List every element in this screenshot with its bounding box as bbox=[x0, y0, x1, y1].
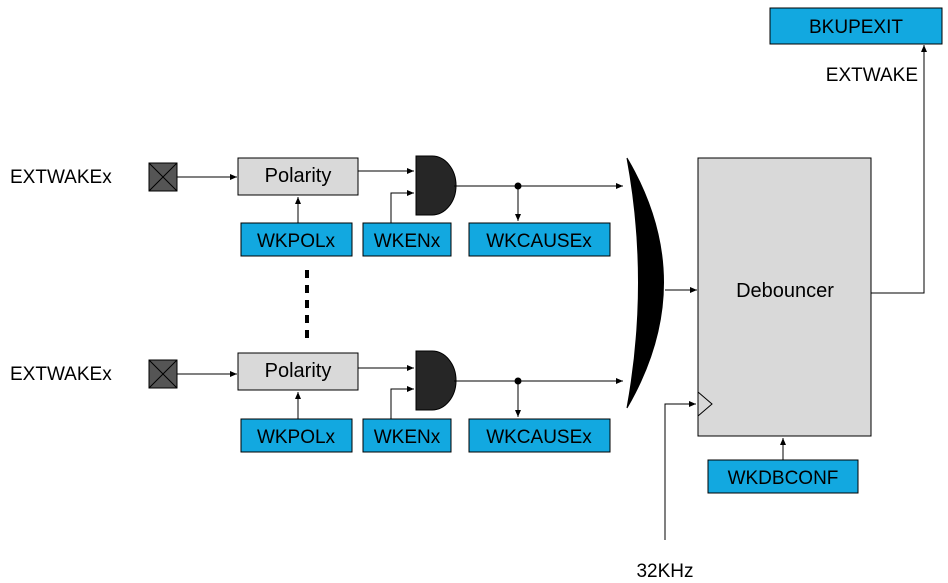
ellipsis-icon bbox=[305, 270, 309, 338]
wken-register-1: WKENx bbox=[362, 222, 452, 257]
wkdbconf-label: WKDBCONF bbox=[728, 468, 839, 489]
bkupexit-label: BKUPEXIT bbox=[809, 17, 903, 38]
and-gate-icon-1 bbox=[415, 155, 457, 216]
wken-label-1: WKENx bbox=[374, 231, 441, 252]
wake-channel-2: EXTWAKEx Polarity WKPOLx WKENx WKCAUSEx bbox=[10, 350, 623, 453]
polarity-block-2: Polarity bbox=[237, 352, 359, 391]
extwake-signal-label: EXTWAKE bbox=[826, 65, 918, 86]
wkpol-label-1: WKPOLx bbox=[257, 231, 336, 252]
wkcause-label-2: WKCAUSEx bbox=[486, 427, 592, 448]
bkupexit-register: BKUPEXIT bbox=[769, 7, 943, 45]
pin-label-1: EXTWAKEx bbox=[10, 167, 112, 188]
wkpol-label-2: WKPOLx bbox=[257, 427, 336, 448]
wkcause-register-1: WKCAUSEx bbox=[468, 222, 611, 257]
pad-icon-1 bbox=[148, 162, 178, 192]
polarity-label-1: Polarity bbox=[265, 165, 332, 187]
pin-label-2: EXTWAKEx bbox=[10, 364, 112, 385]
wkpol-register-2: WKPOLx bbox=[240, 418, 353, 453]
polarity-label-2: Polarity bbox=[265, 360, 332, 382]
wkcause-register-2: WKCAUSEx bbox=[468, 418, 611, 453]
polarity-block-1: Polarity bbox=[237, 157, 359, 196]
wkdbconf-register: WKDBCONF bbox=[707, 459, 859, 494]
clock-input-icon bbox=[697, 391, 713, 417]
wken-register-2: WKENx bbox=[362, 418, 452, 453]
wkpol-register-1: WKPOLx bbox=[240, 222, 353, 257]
pad-icon-2 bbox=[148, 359, 178, 389]
wake-channel-1: EXTWAKEx Polarity WKPOLx WKENx WKCAUSEx bbox=[10, 155, 623, 257]
debouncer-block: Debouncer bbox=[697, 157, 872, 437]
clock-label: 32KHz bbox=[636, 561, 693, 582]
or-gate-icon bbox=[626, 157, 664, 409]
wken-label-2: WKENx bbox=[374, 427, 441, 448]
debouncer-label: Debouncer bbox=[736, 280, 834, 302]
wkcause-label-1: WKCAUSEx bbox=[486, 231, 592, 252]
and-gate-icon-2 bbox=[415, 350, 457, 411]
